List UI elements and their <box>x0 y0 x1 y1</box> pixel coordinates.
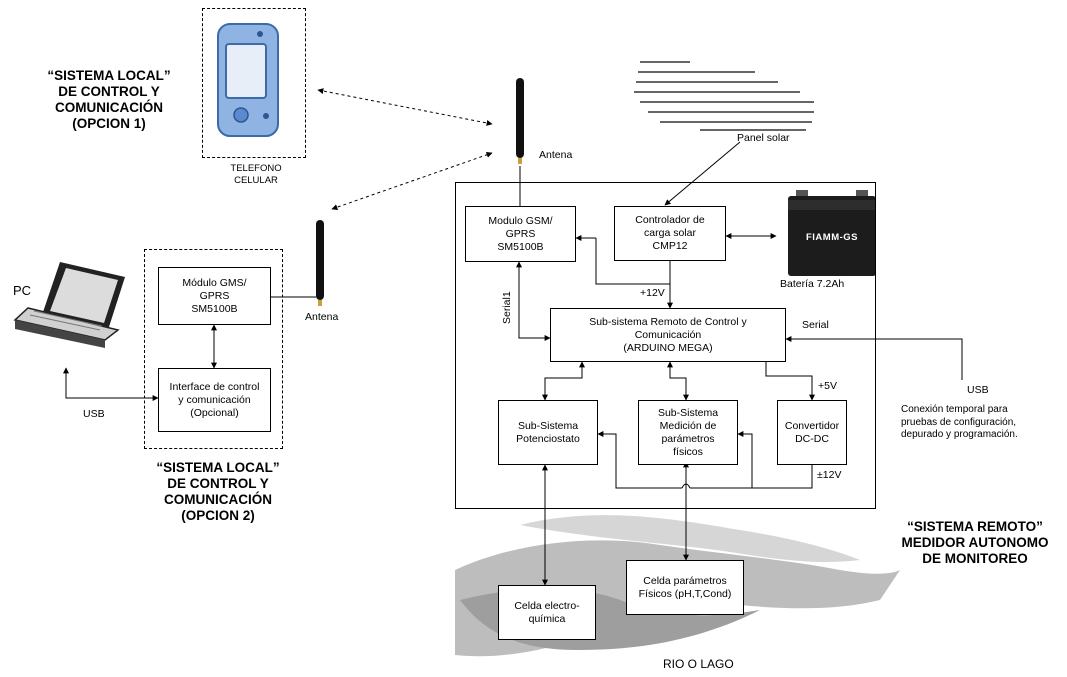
gms-module-local: Módulo GMS/ GPRS SM5100B <box>158 267 271 325</box>
mobile-phone-icon <box>217 23 279 137</box>
plus12v-label: +12V <box>640 287 665 299</box>
physical-measurement-subsystem: Sub-Sistema Medición de parámetros físic… <box>638 400 738 465</box>
arduino-control-subsystem: Sub-sistema Remoto de Control y Comunica… <box>550 308 786 362</box>
solar-panel-label: Panel solar <box>737 132 790 144</box>
title-remote-system: “SISTEMA REMOTO” MEDIDOR AUTONOMO DE MON… <box>901 519 1049 566</box>
antenna-top-icon <box>516 78 524 164</box>
serial-label: Serial <box>802 319 829 331</box>
antenna-top-label: Antena <box>539 149 573 161</box>
gsm-module-remote: Modulo GSM/ GPRS SM5100B <box>465 206 576 262</box>
usb-left-label: USB <box>83 408 105 420</box>
laptop-icon <box>13 262 125 348</box>
local-option1-box <box>202 8 306 158</box>
serial1-label: Serial1 <box>501 291 513 324</box>
phone-label: TELEFONO CELULAR <box>230 163 282 186</box>
potentiostat-subsystem: Sub-Sistema Potenciostato <box>498 400 598 465</box>
solar-charge-controller: Controlador de carga solar CMP12 <box>614 206 726 261</box>
battery-label: Batería 7.2Ah <box>780 278 845 290</box>
pc-label: PC <box>13 283 32 298</box>
local-option2-box <box>144 249 283 449</box>
temporary-connection-note: Conexión temporal para pruebas de config… <box>901 404 1018 440</box>
river-label: RIO O LAGO <box>663 657 734 671</box>
usb-right-label: USB <box>967 384 989 396</box>
physical-parameters-cell: Celda parámetros Físicos (pH,T,Cond) <box>626 560 744 615</box>
antenna-left-label: Antena <box>305 311 339 323</box>
title-local-option2: “SISTEMA LOCAL” DE CONTROL Y COMUNICACIÓ… <box>156 460 280 523</box>
electrochemical-cell: Celda electro- química <box>498 585 596 640</box>
control-interface-block: Interface de control y comunicación (Opc… <box>158 368 271 432</box>
title-local-option1: “SISTEMA LOCAL” DE CONTROL Y COMUNICACIÓ… <box>47 68 171 131</box>
remote-system-frame <box>455 182 876 509</box>
battery-icon <box>788 190 876 276</box>
solar-panel-icon <box>634 61 814 131</box>
plus5v-label: +5V <box>818 380 837 392</box>
pm12v-label: ±12V <box>817 469 842 481</box>
antenna-left-icon <box>316 220 324 306</box>
dc-dc-converter: Convertidor DC-DC <box>777 400 847 465</box>
battery-brand-label: FIAMM-GS <box>805 232 859 243</box>
